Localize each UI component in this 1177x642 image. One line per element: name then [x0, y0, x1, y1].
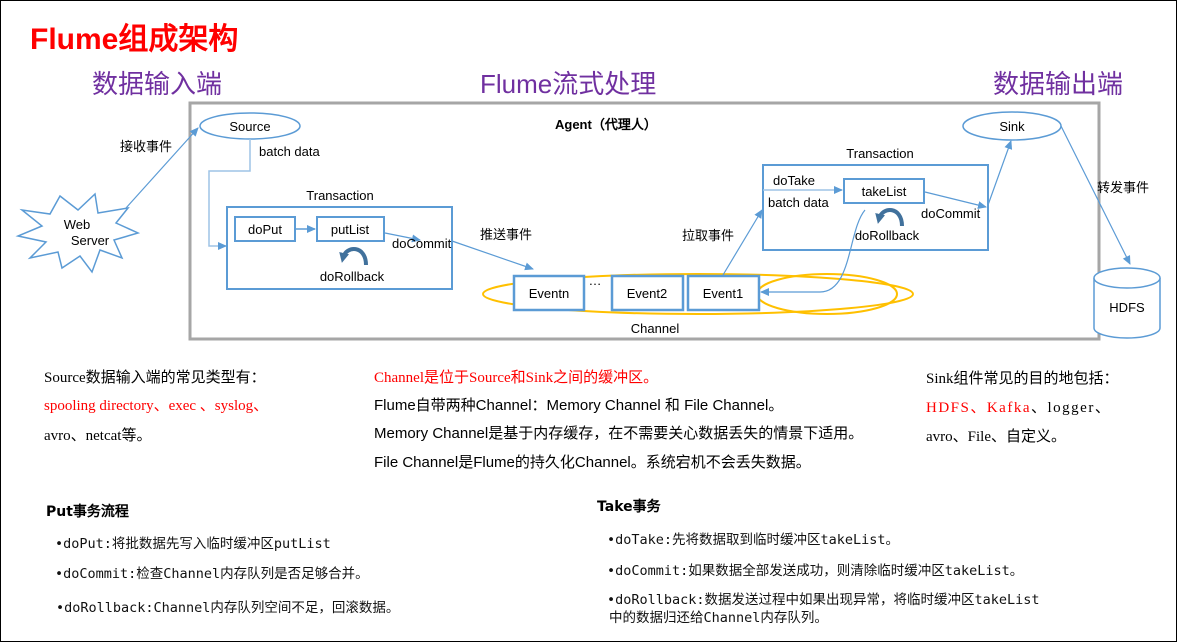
take-batch-data-label: batch data [768, 195, 829, 210]
channel-notes-line3: Memory Channel是基于内存缓存，在不需要关心数据丢失的情景下适用。 [374, 425, 864, 442]
put-transaction-box [226, 206, 453, 290]
channel-notes-line4: File Channel是Flume的持久化Channel。系统宕机不会丢失数据… [374, 454, 811, 471]
receive-event-label: 接收事件 [120, 139, 172, 154]
source-notes-heading: Source数据输入端的常见类型有： [44, 370, 266, 386]
source-batch-data-label: batch data [259, 144, 320, 159]
take-flow-item: •doRollback:数据发送过程中如果出现异常，将临时缓冲区takeList [607, 592, 1040, 608]
take-flow-item: •doTake:先将数据取到临时缓冲区takeList。 [607, 532, 900, 548]
sink-destinations-line3: avro、File、自定义。 [926, 429, 1066, 445]
do-take-label: doTake [773, 173, 815, 188]
channel-event-label: Event2 [627, 286, 667, 301]
take-do-rollback-label: doRollback [855, 228, 920, 243]
put-flow-item: •doRollback:Channel内存队列空间不足，回滚数据。 [56, 600, 400, 616]
sink-destinations: HDFS、Kafka、logger、 [926, 396, 1111, 417]
channel-event-box [512, 274, 586, 312]
take-flow-item: 中的数据归还给Channel内存队列。 [609, 610, 828, 626]
channel-notes-line2: Flume自带两种Channel：Memory Channel 和 File C… [374, 397, 784, 414]
sink-notes-heading: Sink组件常见的目的地包括： [926, 371, 1119, 387]
receive-event-arrow [125, 127, 199, 209]
source-label: Source [229, 119, 270, 134]
channel-event-label: Eventn [529, 286, 569, 301]
to-sink-arrow [987, 140, 1013, 206]
channel-event-box [610, 274, 685, 312]
push-event-arrow [451, 240, 534, 271]
channel-event-label: Event1 [703, 286, 743, 301]
agent-label: Agent（代理人） [555, 117, 657, 132]
source-to-put-transaction-arrow [208, 139, 251, 250]
channel-outer-ellipse [482, 273, 914, 315]
source-types-highlight: spooling directory、exec 、syslog、 [44, 398, 269, 414]
source-types-more: avro、netcat等。 [44, 428, 152, 444]
do-put-box [234, 216, 296, 242]
forward-event-label: 转发事件 [1097, 180, 1149, 195]
sink-label: Sink [999, 119, 1025, 134]
web-server-label-line1: Web [64, 217, 91, 232]
web-server-burst-icon [15, 192, 141, 274]
forward-event-arrow [1060, 125, 1131, 265]
put-do-rollback-label: doRollback [320, 269, 385, 284]
put-flow-item: •doPut:将批数据先写入临时缓冲区putList [55, 536, 331, 552]
page-title: Flume组成架构 [30, 23, 239, 56]
channel-inner-ellipse [756, 273, 898, 315]
pull-event-label: 拉取事件 [682, 228, 734, 243]
take-transaction-label: Transaction [846, 146, 913, 161]
web-server-label-line2: Server [71, 233, 110, 248]
do-put-label: doPut [248, 222, 282, 237]
take-rollback-icon [875, 208, 904, 227]
push-event-label: 推送事件 [480, 227, 532, 242]
put-transaction-label: Transaction [306, 188, 373, 203]
take-do-commit-label: doCommit [921, 206, 981, 221]
take-list-box [843, 178, 925, 204]
channel-ellipsis: … [589, 273, 602, 288]
put-flow-heading: Put事务流程 [46, 504, 129, 520]
take-transaction-box [762, 164, 989, 251]
put-list-box [316, 216, 385, 242]
take-rollback-return-arrow [760, 209, 866, 296]
put-rollback-icon [339, 247, 368, 266]
hdfs-database-icon [1093, 267, 1161, 339]
take-flow-heading: Take事务 [597, 499, 661, 515]
hdfs-label: HDFS [1109, 300, 1145, 315]
channel-event-box [686, 274, 761, 312]
section-processing-title: Flume流式处理 [480, 69, 657, 99]
take-flow-item: •doCommit:如果数据全部发送成功，则清除临时缓冲区takeList。 [607, 563, 1024, 579]
put-do-commit-label: doCommit [392, 236, 452, 251]
sink-destinations-more: 、logger、 [1031, 400, 1112, 416]
sink-destinations-highlight: HDFS、Kafka [926, 400, 1031, 416]
flume-architecture-diagram: Agent（代理人） Web Server 接收事件 Source batch … [15, 101, 1161, 341]
section-output-title: 数据输出端 [993, 69, 1124, 99]
channel-label: Channel [631, 321, 680, 336]
pull-event-arrow [722, 209, 763, 276]
take-list-label: takeList [862, 184, 907, 199]
put-commit-arrow [384, 232, 421, 243]
section-input-title: 数据输入端 [92, 69, 223, 99]
take-commit-arrow [924, 191, 987, 209]
channel-notes-highlight: Channel是位于Source和Sink之间的缓冲区。 [374, 370, 659, 386]
agent-box [188, 101, 1101, 341]
put-list-label: putList [331, 222, 370, 237]
put-flow-item: •doCommit:检查Channel内存队列是否足够合并。 [55, 566, 369, 582]
